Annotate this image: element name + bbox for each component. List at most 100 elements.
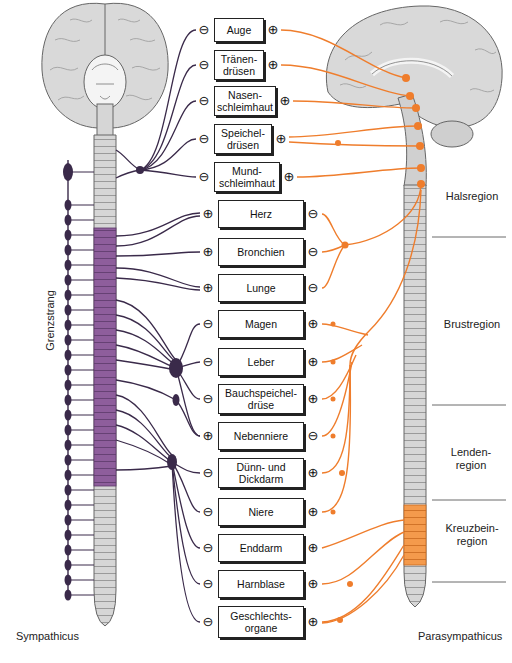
nerve — [322, 545, 404, 622]
ganglion — [136, 166, 144, 174]
chain-ganglia — [63, 198, 73, 603]
nucleus — [406, 92, 414, 100]
nerve — [140, 101, 196, 170]
organ-box: Auge — [214, 18, 264, 42]
effect-sign: ⊖ — [306, 245, 320, 259]
region-divider — [432, 500, 506, 501]
nerve — [116, 278, 200, 290]
nerve — [140, 65, 196, 170]
organ-name: Tränen- drüsen — [217, 53, 261, 77]
effect-sign: ⊕ — [201, 281, 215, 295]
nerve — [345, 184, 421, 245]
nerve — [140, 139, 196, 170]
region-label: Brustregion — [436, 318, 508, 331]
nerve — [140, 170, 196, 177]
spinal-cord — [94, 135, 116, 626]
organ-name: Auge — [227, 24, 252, 36]
brain-sulci — [340, 20, 496, 92]
nerve — [281, 65, 410, 96]
organ-box: Mund- schleimhaut — [214, 162, 280, 192]
brain-ventricle — [92, 64, 118, 99]
nerve — [116, 252, 200, 256]
effect-sign: ⊖ — [201, 615, 215, 629]
ganglion — [347, 581, 353, 587]
organ-box: Enddarm — [218, 534, 304, 562]
effect-sign: ⊖ — [201, 355, 215, 369]
effect-sign: ⊖ — [197, 23, 211, 37]
nerve — [116, 216, 200, 246]
region-dividers — [432, 237, 506, 582]
effect-sign: ⊕ — [282, 170, 296, 184]
nerve — [116, 425, 172, 462]
nerve — [116, 360, 176, 370]
ganglion — [331, 510, 336, 515]
nerve — [322, 245, 345, 288]
effect-sign: ⊖ — [201, 541, 215, 555]
nerve — [322, 520, 404, 548]
effect-sign: ⊕ — [278, 94, 292, 108]
nucleus — [417, 180, 425, 188]
ganglion — [337, 617, 343, 623]
effect-sign: ⊖ — [201, 392, 215, 406]
effect-sign: ⊖ — [306, 207, 320, 221]
organ-name: Bronchien — [237, 246, 284, 258]
nerve — [293, 101, 416, 108]
organ-box: Magen — [218, 310, 304, 338]
sympathetic-nerves — [116, 30, 200, 622]
nerve — [172, 462, 200, 548]
effect-sign: ⊖ — [197, 58, 211, 72]
nerve — [116, 150, 140, 170]
organ-box: Harnblase — [218, 570, 304, 598]
organ-name: Dünn- und Dickdarm — [221, 461, 301, 485]
organ-name: Enddarm — [240, 542, 283, 554]
nucleus — [414, 122, 422, 130]
organ-box: Nasen- schleimhaut — [214, 86, 276, 116]
nucleus — [417, 164, 425, 172]
organ-box: Nebenniere — [218, 422, 304, 450]
nerve — [176, 368, 200, 436]
corpus-callosum-outline — [372, 61, 452, 76]
nerve — [322, 365, 350, 473]
ganglion — [331, 360, 336, 365]
chain-label: Grenzstrang — [44, 279, 57, 363]
system-label: Sympathicus — [16, 630, 116, 643]
organ-box: Bronchien — [218, 238, 304, 266]
sacral-segment — [404, 505, 426, 565]
organ-box: Geschlechts- organe — [218, 606, 304, 638]
effect-sign: ⊖ — [201, 466, 215, 480]
ganglion — [169, 358, 183, 378]
organ-box: Leber — [218, 348, 304, 376]
nerve — [116, 440, 172, 465]
ganglion — [167, 454, 177, 470]
ganglion — [335, 140, 341, 146]
organ-box: Speichel- drüsen — [214, 124, 272, 154]
region-divider — [432, 582, 506, 583]
organ-name: Magen — [245, 318, 277, 330]
effect-sign: ⊖ — [197, 132, 211, 146]
organ-name: Leber — [248, 356, 275, 368]
organ-name: Bauchspeichel- drüse — [221, 387, 301, 411]
nerve — [172, 462, 200, 622]
nerve — [289, 126, 418, 137]
effect-sign: ⊕ — [201, 245, 215, 259]
organ-box: Niere — [218, 498, 304, 526]
effect-sign: ⊕ — [306, 577, 320, 591]
nerve — [350, 190, 421, 365]
nerve — [176, 400, 200, 436]
cerebellum — [431, 121, 473, 147]
region-label: Lenden- region — [446, 446, 496, 472]
nerve — [116, 213, 200, 236]
organ-name: Niere — [248, 506, 273, 518]
spinal-cord — [404, 185, 426, 607]
effect-sign: ⊕ — [274, 132, 288, 146]
ganglion — [331, 322, 336, 327]
nucleus — [416, 142, 424, 150]
organ-box: Tränen- drüsen — [214, 50, 264, 80]
effect-sign: ⊖ — [197, 94, 211, 108]
region-divider — [432, 237, 506, 238]
chain-connection — [68, 172, 94, 173]
effect-sign: ⊕ — [306, 541, 320, 555]
nerve — [322, 365, 350, 512]
corpus-callosum — [372, 61, 452, 76]
effect-sign: ⊕ — [201, 429, 215, 443]
